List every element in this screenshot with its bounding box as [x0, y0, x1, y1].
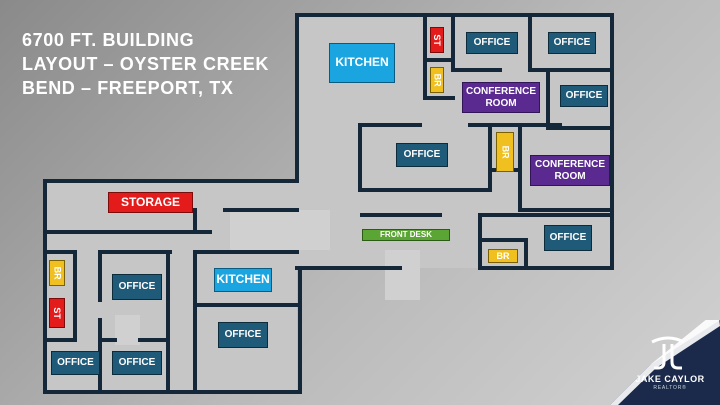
office-top-3-label: OFFICE: [560, 85, 608, 107]
brand-name: JAKE CAYLOR: [635, 374, 705, 384]
bathroom-mid-text: BR: [500, 145, 511, 159]
office-left-1-label: OFFICE: [112, 274, 162, 300]
storage-label: STORAGE: [108, 192, 193, 213]
conference-top-label: CONFERENCE ROOM: [462, 82, 540, 113]
jake-caylor-logo-icon: [651, 336, 685, 370]
office-bottom-2-label: OFFICE: [112, 351, 162, 375]
stairs-left-text: ST: [52, 307, 63, 319]
office-mid-label: OFFICE: [396, 143, 448, 167]
conference-right-label: CONFERENCE ROOM: [530, 155, 610, 186]
bathroom-bottom-label: BR: [488, 249, 518, 263]
office-bottom-1-label: OFFICE: [51, 351, 100, 375]
kitchen-left-label: KITCHEN: [214, 268, 272, 292]
office-top-1-label: OFFICE: [466, 32, 518, 54]
title-line-3: BEND – FREEPORT, TX: [22, 78, 234, 98]
stairs-left-label: ST: [49, 298, 65, 328]
title-line-2: LAYOUT – OYSTER CREEK: [22, 54, 269, 74]
front-desk-label: FRONT DESK: [362, 229, 450, 241]
office-right-label: OFFICE: [544, 225, 592, 251]
stairs-top-text: ST: [432, 34, 443, 46]
office-left-2-label: OFFICE: [218, 322, 268, 348]
stairs-top-label: ST: [430, 27, 444, 53]
corridors: [115, 210, 420, 345]
brand-subtitle: REALTOR®: [653, 385, 687, 391]
plan-title: 6700 FT. BUILDING LAYOUT – OYSTER CREEK …: [22, 28, 269, 100]
bathroom-left-text: BR: [52, 266, 63, 280]
office-top-2-label: OFFICE: [548, 32, 596, 54]
bathroom-mid-label: BR: [496, 132, 514, 172]
title-line-1: 6700 FT. BUILDING: [22, 30, 195, 50]
kitchen-main-label: KITCHEN: [329, 43, 395, 83]
walls: [43, 13, 614, 394]
bathroom-top-label: BR: [430, 67, 444, 93]
bathroom-top-text: BR: [432, 73, 443, 87]
bathroom-left-label: BR: [49, 260, 65, 286]
